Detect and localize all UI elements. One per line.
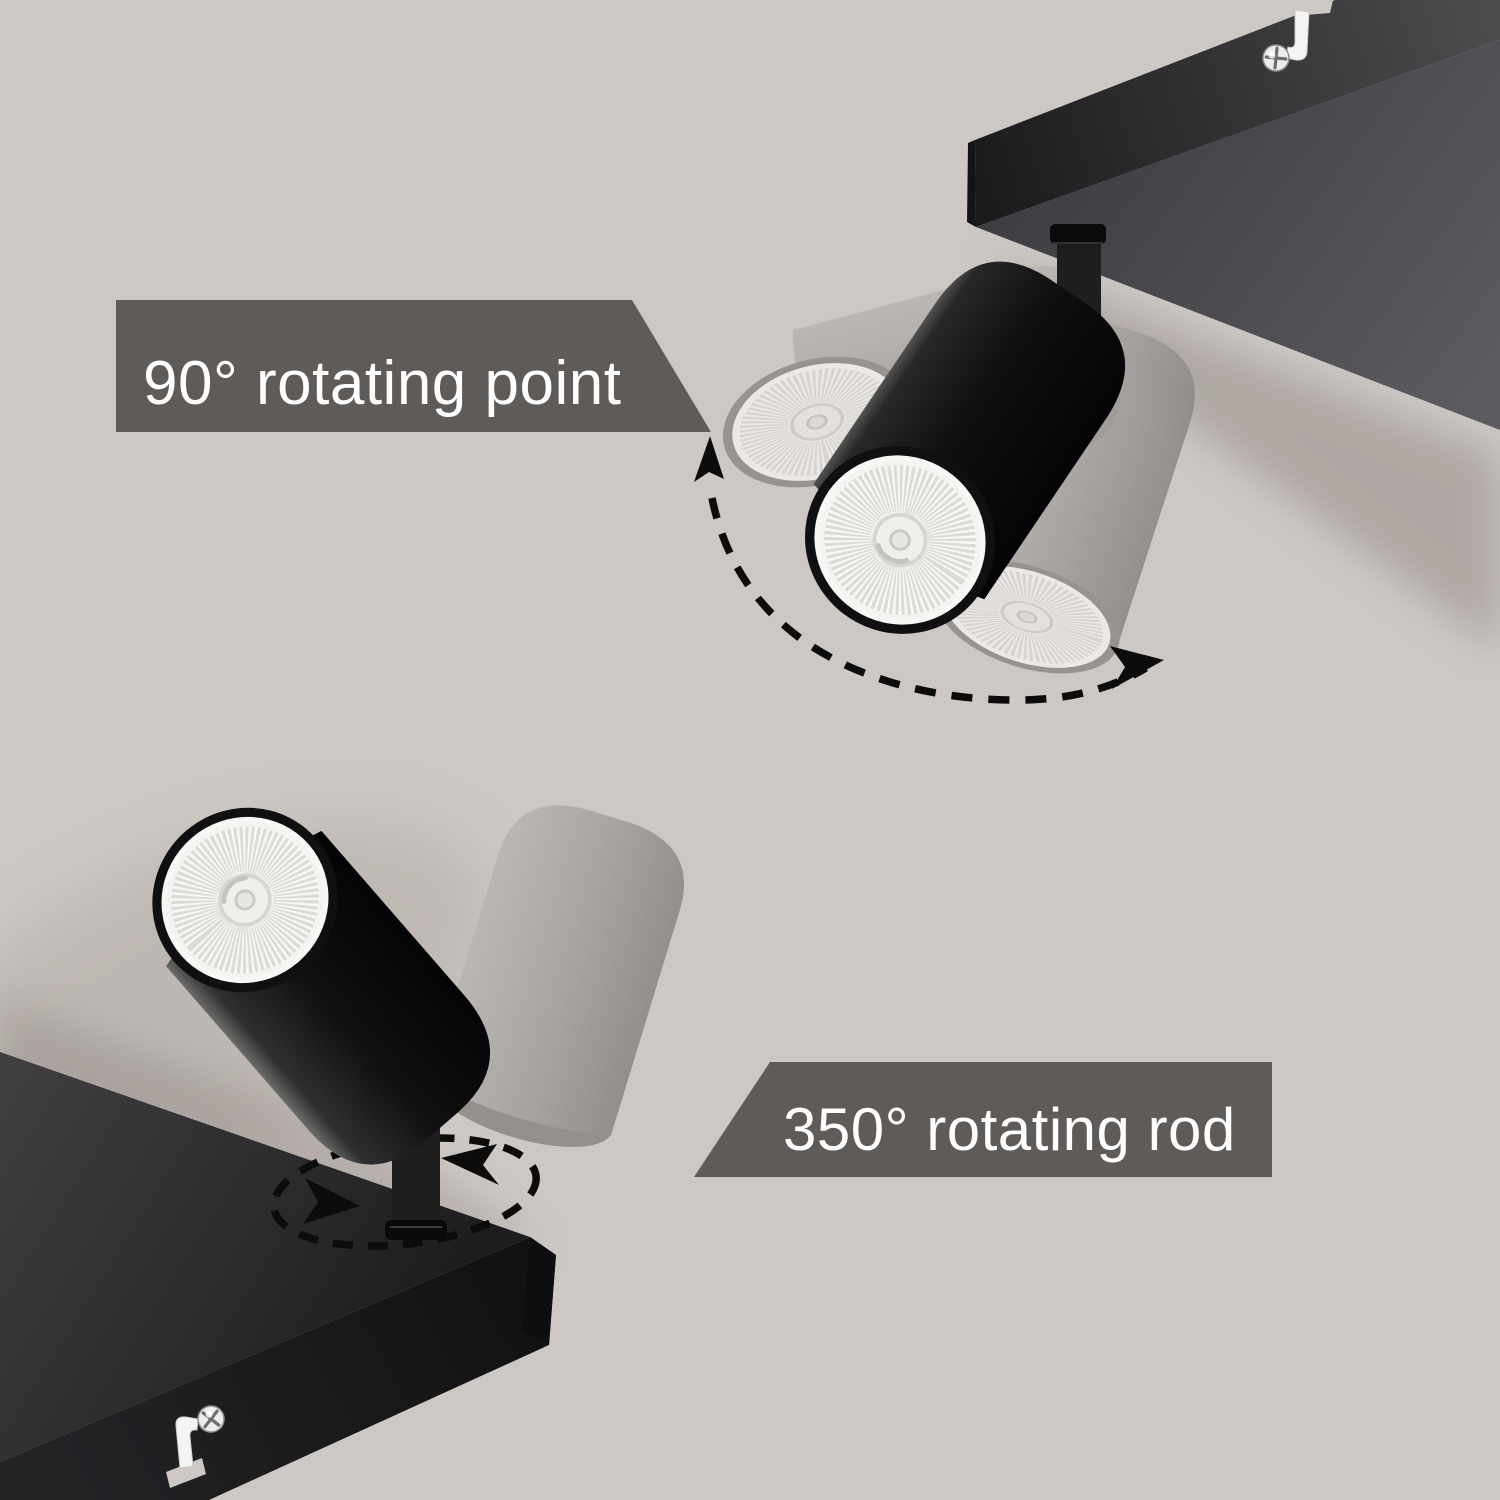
ellipse-arrowhead-left-icon xyxy=(441,1144,499,1185)
mounting-hook-icon xyxy=(1285,9,1310,61)
rod-collar xyxy=(1050,224,1106,244)
plate-end-face xyxy=(967,140,976,227)
plate-end-face xyxy=(522,1237,556,1345)
plate-side-face xyxy=(975,0,1500,227)
mounting-hook-icon xyxy=(175,1416,199,1469)
callout-rotating-rod: 350° rotating rod xyxy=(694,1062,1272,1177)
callout-rotating-point: 90° rotating point xyxy=(116,300,711,432)
plate-hook-notch xyxy=(166,1458,206,1488)
ellipse-arrowhead-right-icon xyxy=(303,1178,360,1224)
rotation-arc-dashes xyxy=(708,497,1148,704)
plate-top-face xyxy=(0,1052,530,1462)
arc-arrowhead-right-icon xyxy=(1110,646,1164,689)
plate-hook-notch xyxy=(1303,0,1333,15)
plate-front-face xyxy=(0,1237,556,1500)
callout-banner xyxy=(694,1062,1272,1177)
arc-arrowhead-up-icon xyxy=(694,436,724,482)
wall-unit xyxy=(0,764,701,1500)
rotation-ellipse-dashes xyxy=(270,1134,540,1250)
mounting-plate-bottom xyxy=(0,1052,556,1500)
mounting-plate-top xyxy=(967,0,1500,430)
callout-banner xyxy=(116,300,711,432)
callout-label: 90° rotating point xyxy=(143,349,621,418)
rod-collar xyxy=(385,1220,447,1240)
ceiling-unit xyxy=(694,0,1500,700)
callout-label: 350° rotating rod xyxy=(783,1096,1236,1163)
plate-underside-face xyxy=(976,40,1500,430)
rotation-ellipse-arrow xyxy=(270,1134,540,1250)
rotation-arc-arrow xyxy=(708,497,1148,704)
